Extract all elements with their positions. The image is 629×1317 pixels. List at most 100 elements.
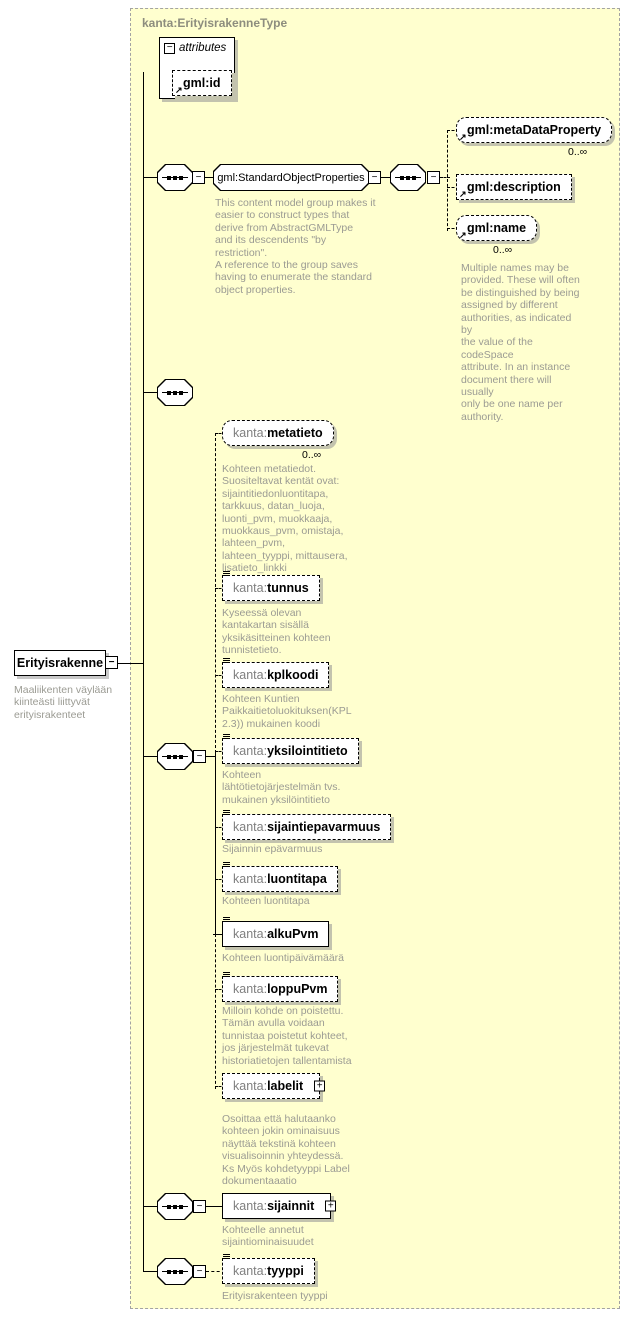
element-label: luontitapa <box>267 872 327 886</box>
element-kanta-tyyppi[interactable]: kanta:tyyppi <box>222 1254 315 1284</box>
element-label: metatieto <box>267 426 323 440</box>
element-prefix: kanta: <box>233 1079 268 1093</box>
attribute-gml-id[interactable]: ↗ gml:id <box>172 70 232 96</box>
attribute-label: gml:id <box>183 76 221 90</box>
annotation-marker-icon <box>223 734 230 739</box>
element-kanta-labelit[interactable]: kanta:labelit + <box>222 1073 326 1099</box>
collapse-icon[interactable]: − <box>164 42 175 54</box>
sequence-compositor[interactable] <box>157 1258 193 1285</box>
collapse-button[interactable]: − <box>368 171 381 184</box>
element-label: sijaintiepavarmuus <box>267 820 381 834</box>
element-prefix: kanta: <box>233 1199 268 1213</box>
connector-line <box>143 1271 157 1272</box>
element-gml-description[interactable]: ↗ gml:description <box>456 174 572 200</box>
connector-line <box>118 663 143 664</box>
element-prefix: kanta: <box>233 426 268 440</box>
element-prefix: kanta: <box>233 744 268 758</box>
element-kanta-kplkoodi[interactable]: kanta:kplkoodi <box>222 658 330 688</box>
element-gml-metadataproperty[interactable]: ↗ gml:metaDataProperty <box>456 117 613 143</box>
element-label: tyyppi <box>267 1264 304 1278</box>
occurrence-label: 0..∞ <box>302 449 322 461</box>
element-label: gml:metaDataProperty <box>467 123 602 137</box>
connector-line <box>215 1086 225 1087</box>
connector-line <box>215 433 225 434</box>
element-erityisrakenne[interactable]: Erityisrakenne − <box>14 650 118 676</box>
annotation-marker-icon <box>223 571 230 576</box>
root-element-label: Erityisrakenne <box>16 656 104 670</box>
collapse-button[interactable]: − <box>192 171 205 184</box>
element-kanta-loppupvm[interactable]: kanta:loppuPvm <box>222 972 339 1002</box>
annotation-marker-icon <box>223 810 230 815</box>
connector-line <box>206 1206 222 1207</box>
collapse-button[interactable]: − <box>193 1200 206 1213</box>
attributes-group: − attributes ↗ gml:id <box>159 37 235 99</box>
annotation-text: Kohteen lähtötietojärjestelmän tvs. muka… <box>222 769 341 806</box>
sequence-compositor[interactable] <box>157 743 193 770</box>
element-kanta-sijaintiepavarmuus[interactable]: kanta:sijaintiepavarmuus <box>222 810 392 840</box>
element-prefix: kanta: <box>233 581 268 595</box>
connector-line <box>143 72 144 1271</box>
annotation-marker-icon <box>223 658 230 663</box>
sequence-compositor[interactable] <box>390 164 426 191</box>
annotation-text: Multiple names may be provided. These wi… <box>461 262 580 423</box>
connector-line <box>143 177 157 178</box>
element-prefix: kanta: <box>233 1264 268 1278</box>
annotation-marker-icon <box>223 1254 230 1259</box>
element-prefix: kanta: <box>233 927 268 941</box>
connector-line <box>215 751 225 752</box>
reference-arrow-icon: ↗ <box>175 85 183 95</box>
element-kanta-alkupvm[interactable]: kanta:alkuPvm <box>222 917 330 947</box>
connector-line <box>215 750 216 934</box>
element-label: kplkoodi <box>267 668 319 682</box>
group-standard-object-properties[interactable]: gml:StandardObjectProperties <box>213 164 369 191</box>
collapse-button[interactable]: − <box>427 171 440 184</box>
element-gml-name[interactable]: ↗ gml:name <box>456 215 538 241</box>
sequence-compositor[interactable] <box>157 1193 193 1220</box>
element-kanta-sijainnit[interactable]: kanta:sijainnit + <box>222 1193 337 1219</box>
element-prefix: kanta: <box>233 820 268 834</box>
element-kanta-metatieto[interactable]: kanta:metatieto <box>222 420 334 446</box>
element-label: gml:name <box>467 221 527 235</box>
connector-line <box>215 433 216 753</box>
sequence-compositor[interactable] <box>157 379 193 406</box>
connector-line <box>215 588 225 589</box>
element-kanta-yksilointitieto[interactable]: kanta:yksilointitieto <box>222 734 359 764</box>
connector-line <box>440 177 450 178</box>
attributes-label: attributes <box>179 42 227 54</box>
connector-line <box>143 756 157 757</box>
element-kanta-luontitapa[interactable]: kanta:luontitapa <box>222 862 338 892</box>
collapse-button[interactable]: − <box>193 750 206 763</box>
reference-arrow-icon: ↗ <box>459 132 467 142</box>
annotation-text: Milloin kohde on poistettu. Tämän avulla… <box>222 1005 352 1067</box>
annotation-text: Osoittaa että halutaanko kohteen jokin o… <box>222 1113 350 1188</box>
element-label: labelit <box>267 1079 304 1093</box>
annotation-text: Kohteen metatiedot. Suositeltavat kentät… <box>222 463 348 575</box>
connector-line <box>447 187 459 188</box>
annotation-text: Sijainnin epävarmuus <box>222 843 323 855</box>
connector-line <box>447 130 448 231</box>
connector-line <box>215 675 225 676</box>
connector-line <box>215 827 225 828</box>
element-label: yksilointitieto <box>267 744 348 758</box>
expand-button[interactable]: + <box>314 1080 326 1092</box>
annotation-text: Kyseessä olevan kantakartan sisällä yksi… <box>222 607 331 657</box>
expand-button[interactable]: + <box>325 1200 337 1212</box>
annotation-text: Kohteelle annetut sijaintiominaisuudet <box>222 1224 314 1249</box>
group-label: gml:StandardObjectProperties <box>217 171 365 184</box>
annotation-marker-icon <box>223 917 230 922</box>
collapse-button[interactable]: − <box>105 656 118 669</box>
sequence-compositor[interactable] <box>157 164 193 191</box>
element-prefix: kanta: <box>233 982 268 996</box>
connector-line <box>215 934 216 1089</box>
occurrence-label: 0..∞ <box>568 146 588 158</box>
element-label: tunnus <box>267 581 309 595</box>
annotation-text: Kohteen luontitapa <box>222 895 310 907</box>
connector-line <box>143 1206 157 1207</box>
element-label: loppuPvm <box>267 982 328 996</box>
collapse-button[interactable]: − <box>193 1265 206 1278</box>
element-kanta-tunnus[interactable]: kanta:tunnus <box>222 571 320 601</box>
element-label: alkuPvm <box>267 927 319 941</box>
annotation-text: Kohteen Kuntien Paikkaitietoluokituksen(… <box>222 693 352 730</box>
connector-line <box>215 989 225 990</box>
